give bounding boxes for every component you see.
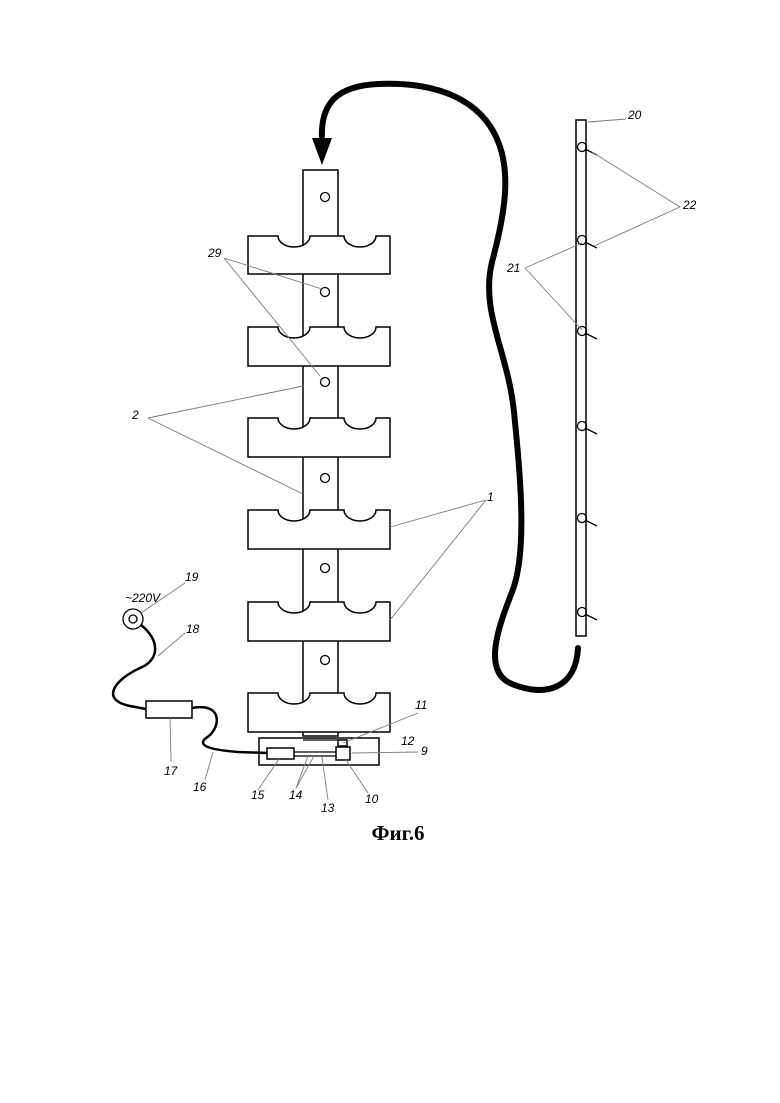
label-1: 1 [487, 490, 494, 504]
voltage-label: ~220V [125, 591, 161, 605]
label-17: 17 [164, 764, 179, 778]
shelf [248, 693, 390, 732]
shelf [248, 510, 390, 549]
power-adapter [146, 701, 192, 718]
shelf [248, 418, 390, 457]
shelf [248, 602, 390, 641]
label-2: 2 [131, 408, 139, 422]
label-18: 18 [186, 622, 200, 636]
label-12: 12 [401, 734, 415, 748]
label-29: 29 [207, 246, 222, 260]
leader-lines [141, 119, 680, 800]
label-15: 15 [251, 788, 265, 802]
motor-box [267, 748, 294, 759]
label-14: 14 [289, 788, 303, 802]
label-19: 19 [185, 570, 199, 584]
socket-icon [123, 609, 143, 629]
hose [312, 84, 578, 690]
label-21: 21 [506, 261, 520, 275]
figure-caption: Фиг.6 [371, 821, 424, 845]
shelf [248, 236, 390, 274]
arrow-head-icon [312, 138, 332, 165]
label-13: 13 [321, 801, 335, 815]
label-11: 11 [415, 698, 427, 712]
gear-box [336, 747, 350, 760]
shelf [248, 327, 390, 366]
label-22: 22 [682, 198, 697, 212]
label-10: 10 [365, 792, 379, 806]
label-9: 9 [421, 744, 428, 758]
label-16: 16 [193, 780, 207, 794]
base-unit [259, 738, 379, 765]
label-20: 20 [627, 108, 642, 122]
rail [576, 120, 597, 636]
